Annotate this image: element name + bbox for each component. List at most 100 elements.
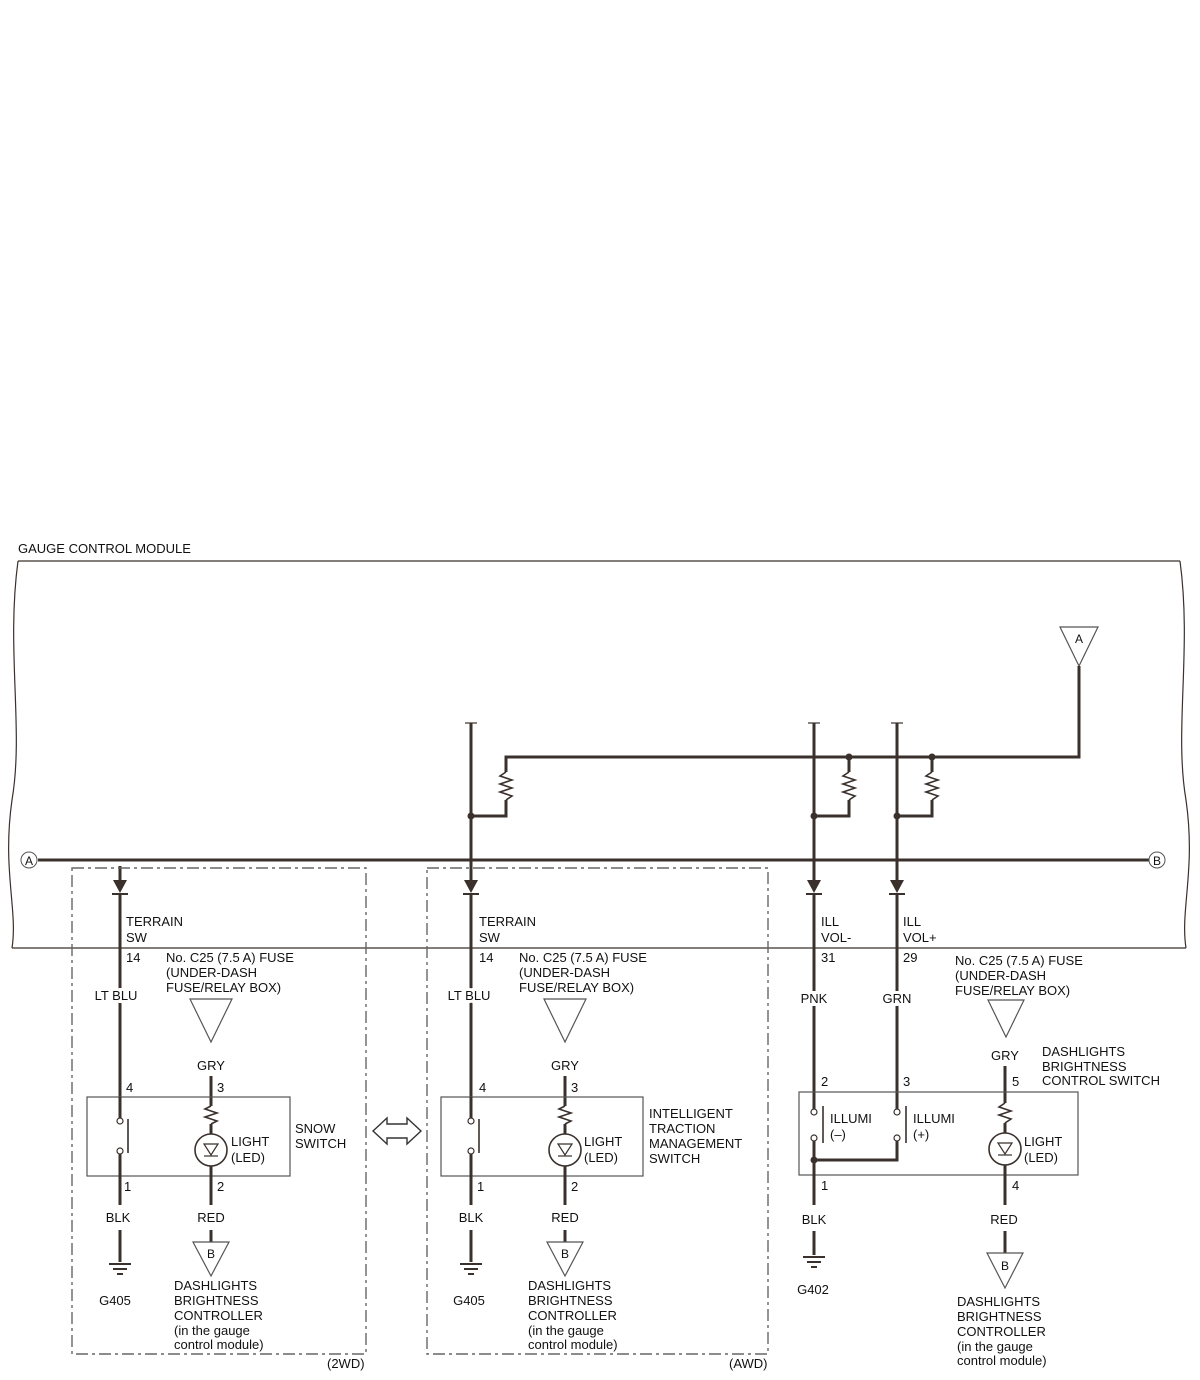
connector-a-triangle: A: [1060, 627, 1098, 666]
dimmer-pin-2: 2: [821, 1074, 828, 1089]
snow-connector-b-label: B: [207, 1247, 215, 1261]
junction-dots: [468, 754, 936, 820]
snow-wire-red: RED: [197, 1210, 224, 1225]
dimmer-illumi-neg-b: (–): [830, 1127, 846, 1142]
snow-light-label-a: LIGHT: [231, 1134, 269, 1149]
snow-pin-3: 3: [217, 1080, 224, 1095]
variant-label-awd: (AWD): [729, 1356, 768, 1371]
pin-ill-pos-label-a: ILL: [903, 914, 921, 929]
snow-dest-line3: CONTROLLER: [174, 1308, 263, 1323]
awd-light-label-b: (LED): [584, 1150, 618, 1165]
pin-terrain-label-2wd-a: TERRAIN: [126, 914, 183, 929]
dimmer-pin-31: 31: [821, 950, 835, 965]
dimmer-wire-grn: GRN: [883, 991, 912, 1006]
awd-wire-blk: BLK: [459, 1210, 484, 1225]
resistor-terrain-wire: [471, 800, 506, 816]
snow-pin-2: 2: [217, 1179, 224, 1194]
dimmer-illumi-pos-a: ILLUMI: [913, 1111, 955, 1126]
snow-dest-line2: BRIGHTNESS: [174, 1293, 259, 1308]
connector-b-right: B: [1149, 852, 1165, 868]
awd-pin-1: 1: [477, 1179, 484, 1194]
dimmer-wire-red: RED: [990, 1212, 1017, 1227]
dimmer-switch-section: 31 29 PNK GRN 2 3 No. C25 (7.5 A) FUSE (…: [797, 894, 1160, 1368]
awd-light-label-a: LIGHT: [584, 1134, 622, 1149]
connector-a-left: A: [21, 852, 37, 868]
awd-ground-label: G405: [453, 1293, 485, 1308]
awd-connector-b-triangle: B: [547, 1242, 583, 1276]
module-outline: [9, 561, 1190, 948]
dimmer-light-label-a: LIGHT: [1024, 1134, 1062, 1149]
awd-dest-line5: control module): [528, 1337, 618, 1352]
snow-light-label-b: (LED): [231, 1150, 265, 1165]
awd-switch-name-3: MANAGEMENT: [649, 1136, 742, 1151]
dimmer-illumi-pos-b: (+): [913, 1127, 929, 1142]
dimmer-dest-line2: BRIGHTNESS: [957, 1309, 1042, 1324]
snow-pin-terrain: 14: [126, 950, 140, 965]
diode-ill-pos: [889, 880, 905, 894]
snow-pin-4: 4: [126, 1080, 133, 1095]
awd-pin-2: 2: [571, 1179, 578, 1194]
resistor-ill-pos: [926, 757, 938, 800]
dimmer-connector-b-triangle: B: [987, 1253, 1023, 1288]
awd-led-icon: [549, 1103, 581, 1176]
snow-wire-lt-blu: LT BLU: [95, 988, 138, 1003]
variant-label-2wd: (2WD): [327, 1356, 365, 1371]
dimmer-wire-pnk: PNK: [801, 991, 828, 1006]
dimmer-pin-1: 1: [821, 1178, 828, 1193]
pin-terrain-label-awd-a: TERRAIN: [479, 914, 536, 929]
diode-ill-neg: [806, 880, 822, 894]
awd-switch-name-1: INTELLIGENT: [649, 1106, 733, 1121]
awd-fuse-line3: FUSE/RELAY BOX): [519, 980, 634, 995]
resistor-ill-neg-wire: [814, 800, 849, 816]
dimmer-pin-5: 5: [1012, 1074, 1019, 1089]
dimmer-fuse-line2: (UNDER-DASH: [955, 968, 1046, 983]
snow-dest-line4: (in the gauge: [174, 1323, 250, 1338]
snow-connector-b-triangle: B: [193, 1242, 229, 1276]
dimmer-fuse-line1: No. C25 (7.5 A) FUSE: [955, 953, 1083, 968]
snow-switch-contact-icon: [117, 1097, 128, 1176]
awd-dest-line4: (in the gauge: [528, 1323, 604, 1338]
awd-wire-gry: GRY: [551, 1058, 579, 1073]
snow-switch-section: (2WD) 14 LT BLU 4 No. C25 (7.5 A) FUSE (…: [72, 868, 366, 1371]
pin-ill-neg-label-a: ILL: [821, 914, 839, 929]
awd-switch-name-2: TRACTION: [649, 1121, 715, 1136]
awd-fuse-line2: (UNDER-DASH: [519, 965, 610, 980]
snow-wire-blk: BLK: [106, 1210, 131, 1225]
snow-switch-name-2: SWITCH: [295, 1136, 346, 1151]
pin-ill-neg-label-b: VOL-: [821, 930, 851, 945]
dimmer-fuse-line3: FUSE/RELAY BOX): [955, 983, 1070, 998]
dimmer-pin-29: 29: [903, 950, 917, 965]
awd-dest-line1: DASHLIGHTS: [528, 1278, 611, 1293]
snow-wire-gry: GRY: [197, 1058, 225, 1073]
connector-a-triangle-label: A: [1075, 632, 1083, 646]
snow-ground-label: G405: [99, 1293, 131, 1308]
dimmer-connector-b-label: B: [1001, 1259, 1009, 1273]
snow-fuse-line2: (UNDER-DASH: [166, 965, 257, 980]
dimmer-illumi-neg-a: ILLUMI: [830, 1111, 872, 1126]
dimmer-wire-gry: GRY: [991, 1048, 1019, 1063]
snow-led-icon: [195, 1103, 227, 1176]
dimmer-pin-3: 3: [903, 1074, 910, 1089]
connector-b-right-label: B: [1153, 854, 1161, 868]
dimmer-switch-name-3: CONTROL SWITCH: [1042, 1073, 1160, 1088]
awd-switch-contact-icon: [468, 1097, 479, 1176]
awd-pin-4: 4: [479, 1080, 486, 1095]
dimmer-ground-label: G402: [797, 1282, 829, 1297]
dimmer-ground-symbol: [803, 1257, 825, 1267]
dimmer-pin-4: 4: [1012, 1178, 1019, 1193]
snow-pin-1: 1: [124, 1179, 131, 1194]
snow-dest-line1: DASHLIGHTS: [174, 1278, 257, 1293]
dimmer-wire-blk: BLK: [802, 1212, 827, 1227]
connector-a-left-label: A: [25, 854, 33, 868]
awd-switch-name-4: SWITCH: [649, 1151, 700, 1166]
module-title: GAUGE CONTROL MODULE: [18, 541, 191, 556]
snow-fuse-triangle: [190, 999, 232, 1042]
dimmer-dest-line5: control module): [957, 1353, 1047, 1368]
resistor-ill-pos-wire: [897, 800, 932, 816]
pin-terrain-label-2wd-b: SW: [126, 930, 148, 945]
dimmer-light-label-b: (LED): [1024, 1150, 1058, 1165]
awd-pin-3: 3: [571, 1080, 578, 1095]
alternative-double-arrow-icon: [373, 1118, 421, 1144]
snow-fuse-line3: FUSE/RELAY BOX): [166, 980, 281, 995]
